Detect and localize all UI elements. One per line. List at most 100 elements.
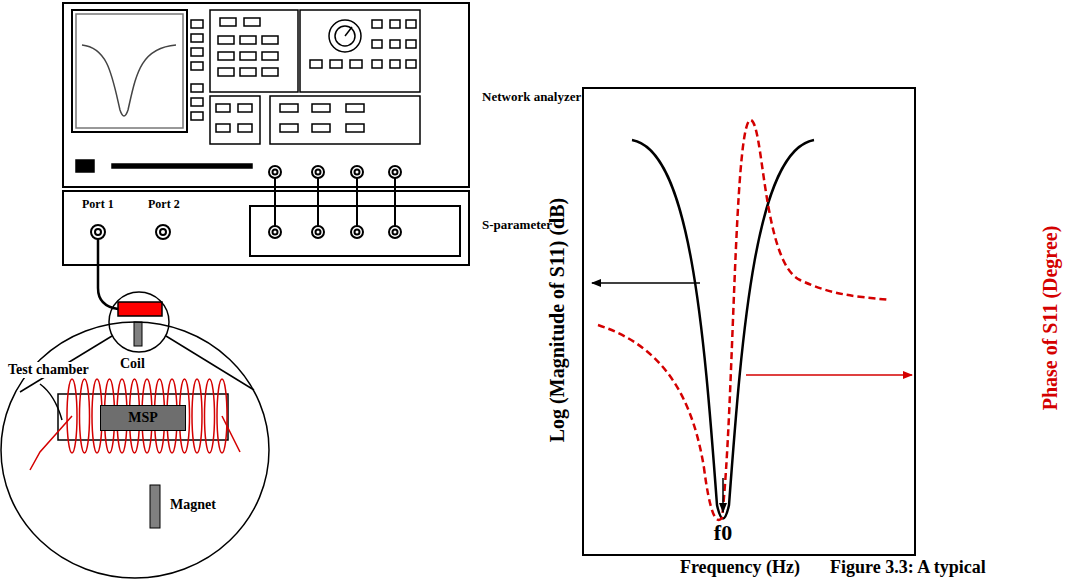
s-parameter-box: Port 1Port 2S-parameter — [62, 190, 470, 266]
magnitude-curve — [632, 140, 814, 519]
drawing-part — [351, 166, 363, 178]
drawing-part — [335, 26, 355, 46]
drawing-part — [312, 166, 324, 178]
drawing-part — [76, 160, 94, 172]
coil-turn — [67, 379, 77, 453]
drawing-part — [355, 230, 360, 235]
sensor-label: MSP — [128, 410, 158, 426]
drawing-part — [82, 45, 176, 116]
drawing-part — [91, 225, 105, 239]
drawing-part — [238, 104, 252, 112]
drawing-part — [220, 18, 236, 26]
unit-label: S-parameter — [482, 218, 552, 233]
drawing-part — [316, 230, 321, 235]
drawing-part — [317, 172, 319, 232]
drawing-part — [95, 229, 101, 235]
drawing-part — [134, 322, 142, 346]
drawing-part — [191, 84, 203, 92]
drawing-part — [191, 98, 203, 106]
drawing-part — [210, 96, 260, 144]
drawing-part — [406, 20, 416, 28]
drawing-part — [1, 322, 269, 578]
drawing-part — [191, 20, 203, 28]
drawing-part — [351, 226, 363, 238]
drawing-part — [346, 104, 364, 112]
drawing-part — [218, 68, 234, 76]
drawing-part — [393, 230, 398, 235]
right-axis-arrow — [746, 374, 912, 376]
drawing-part — [372, 40, 382, 48]
drawing-part — [269, 166, 281, 178]
drawing-part — [191, 34, 203, 42]
axis-label: Log (Magnitude of S11) (dB) — [546, 198, 569, 442]
drawing-part — [238, 124, 252, 132]
part-label: Coil — [120, 356, 145, 372]
drawing-part — [300, 10, 420, 92]
port-label: Port 2 — [148, 198, 180, 212]
drawing-part — [406, 40, 416, 48]
drawing-part — [216, 104, 230, 112]
drawing-part — [210, 10, 298, 92]
drawing-part — [156, 225, 170, 239]
drawing-part — [274, 172, 276, 232]
drawing-part — [216, 124, 230, 132]
drawing-part — [273, 230, 278, 235]
figure-caption: Figure 3.3: A typical — [830, 557, 986, 578]
drawing-part — [30, 416, 72, 470]
magnet-bar — [150, 485, 160, 528]
drawing-part — [394, 172, 396, 232]
left-axis-arrow — [592, 282, 700, 284]
drawing-part — [76, 14, 183, 128]
instrument-label: Network analyzer — [482, 90, 581, 105]
drawing-part — [393, 170, 398, 175]
drawing-part — [406, 60, 416, 68]
drawing-part — [270, 96, 420, 144]
network-analyzer-box: Network analyzer — [62, 2, 470, 188]
drawing-part — [262, 36, 278, 44]
coil-turn — [192, 379, 202, 453]
drawing-part — [98, 238, 118, 309]
drawing-part — [312, 104, 330, 112]
coil-turn — [217, 379, 227, 453]
drawing-part — [244, 18, 260, 26]
part-label: Test chamber — [6, 362, 91, 378]
drawing-part — [389, 226, 401, 238]
drawing-part — [72, 10, 187, 132]
drawing-part — [390, 60, 400, 68]
drawing-part — [118, 302, 162, 316]
phase-curve — [598, 120, 890, 520]
axis-label: Phase of S11 (Degree) — [1039, 226, 1062, 411]
drawing-part — [355, 170, 360, 175]
chart-frame — [583, 88, 915, 555]
zoom-callout — [1, 292, 269, 578]
port-and-cable — [91, 225, 170, 346]
drawing-part — [389, 166, 401, 178]
drawing-part — [390, 40, 400, 48]
drawing-part — [240, 68, 256, 76]
analyzer-front-panel — [72, 10, 420, 172]
drawing-part — [356, 172, 358, 232]
drawing-part — [280, 104, 298, 112]
drawing-part — [218, 52, 234, 60]
drawing-part — [191, 48, 203, 56]
drawing-part — [583, 88, 915, 555]
drawing-part — [273, 170, 278, 175]
frequency-marker: f0 — [714, 520, 732, 545]
drawing-part — [250, 206, 460, 256]
drawing-part — [312, 226, 324, 238]
drawing-part — [372, 20, 382, 28]
drawing-part — [330, 60, 342, 68]
drawing-part — [160, 229, 166, 235]
drawing-part — [280, 124, 298, 132]
drawing-part — [40, 384, 62, 420]
drawing-part — [372, 60, 382, 68]
drawing-part — [240, 36, 256, 44]
drawing-part — [329, 20, 361, 52]
drawing-part — [112, 164, 252, 168]
drawing-part — [262, 52, 278, 60]
drawing-part — [310, 60, 322, 68]
drawing-part — [316, 170, 321, 175]
drawing-part — [240, 52, 256, 60]
coil-turn — [80, 379, 90, 453]
